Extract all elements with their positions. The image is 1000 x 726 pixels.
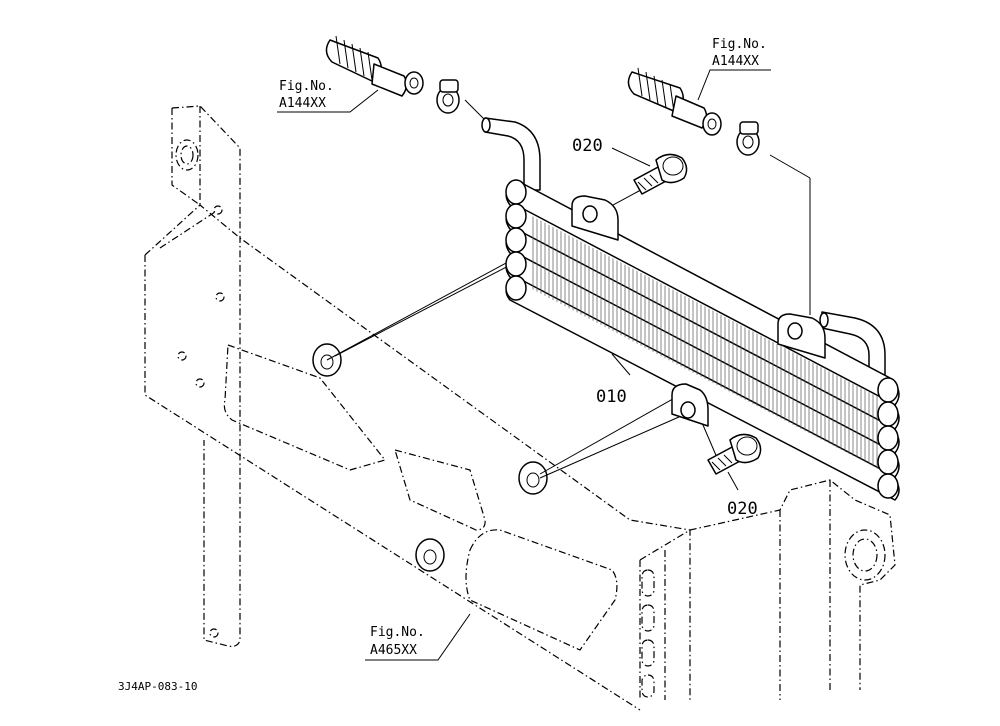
fig-ref-bottom-line1: Fig.No. [370,625,425,640]
label-leaders [277,69,771,661]
mount-tab-lower [671,383,709,427]
drawing-code: 3J4AP-083-10 [118,680,197,693]
mounting-frame [144,105,896,711]
bolt-upper [633,153,688,195]
oil-cooler [481,117,900,501]
fig-ref-top-right-line2: A144XX [712,54,759,69]
fig-ref-top-left-line1: Fig.No. [279,79,334,94]
mount-tab-upper [571,195,619,241]
fig-ref-bottom-line2: A465XX [370,643,417,658]
weld-nut-bottom [415,538,445,572]
part-number-cooler: 010 [596,387,627,407]
mount-tab-middle [777,313,826,359]
hose-left [325,35,424,97]
part-number-bolt-lower: 020 [727,499,758,519]
fig-ref-top-left-line2: A144XX [279,96,326,111]
weld-nut-lower [518,461,548,495]
hose-clamp-right [736,121,760,156]
hose-right [627,67,722,136]
part-number-bolt-upper: 020 [572,136,603,156]
fig-ref-top-right-line1: Fig.No. [712,37,767,52]
hose-clamp-left [436,79,460,114]
bolt-lower [707,433,762,475]
